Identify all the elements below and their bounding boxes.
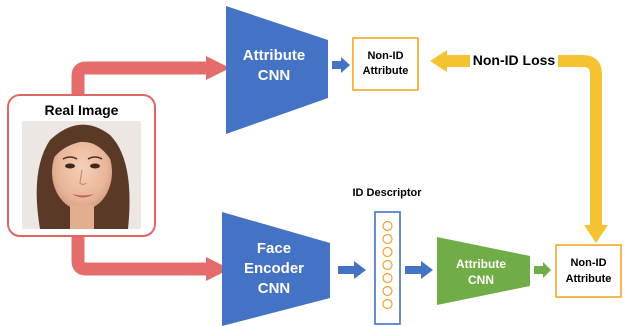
top-non-id-attribute-label-2: Attribute — [363, 65, 409, 77]
descriptor-cell — [382, 246, 393, 258]
descriptor-cell — [382, 233, 393, 245]
top-non-id-attribute-frame — [352, 37, 419, 91]
bottom-attribute-cnn-shape — [437, 237, 530, 305]
non-id-loss-arrow-head-down — [584, 225, 608, 243]
non-id-loss-arrow-head-left — [430, 50, 447, 72]
id-descriptor: ID Descriptor — [352, 187, 422, 325]
non-id-loss-arrow-shaft — [445, 55, 602, 228]
top-non-id-attribute-box: Non-ID Attribute — [352, 37, 419, 91]
red-arrow-to-face-encoder-shaft — [71, 232, 208, 276]
descriptor-cell — [382, 220, 393, 232]
face-encoder-cnn-label-1: Face — [257, 240, 291, 257]
descriptor-cell — [382, 272, 393, 284]
bottom-non-id-attribute-frame — [555, 244, 622, 298]
bottom-non-id-attribute-label-2: Attribute — [566, 273, 612, 285]
face-encoder-cnn-label-3: CNN — [258, 280, 291, 297]
non-id-loss-label-bg — [470, 50, 558, 70]
red-arrow-to-attribute-cnn-head — [206, 56, 230, 80]
top-non-id-attribute-label-1: Non-ID — [367, 50, 403, 62]
top-attribute-cnn-shape — [226, 6, 328, 134]
red-arrow-to-attribute-cnn-shaft — [71, 61, 208, 103]
top-attribute-cnn: Attribute CNN — [226, 6, 328, 134]
bottom-attribute-cnn-label-2: CNN — [468, 273, 494, 287]
face-encoder-cnn-label-2: Encoder — [244, 260, 304, 277]
bottom-attribute-cnn: Attribute CNN — [437, 237, 530, 305]
red-flow-arrows — [71, 56, 230, 281]
descriptor-cell — [382, 259, 393, 271]
blue-arrow-encoder-to-descriptor — [338, 261, 366, 279]
descriptor-cell — [382, 298, 393, 310]
bottom-non-id-attribute-box: Non-ID Attribute — [555, 244, 622, 298]
face-encoder-cnn-shape — [222, 212, 330, 326]
non-id-loss-arrow: Non-ID Loss — [430, 50, 608, 243]
green-arrow — [534, 262, 551, 278]
bottom-attribute-cnn-label-1: Attribute — [456, 257, 506, 271]
top-attribute-cnn-label-1: Attribute — [243, 47, 306, 64]
portrait-photo-icon — [22, 121, 141, 229]
bottom-non-id-attribute-label-1: Non-ID — [570, 257, 606, 269]
blue-arrow-descriptor-to-attribute — [405, 261, 433, 279]
blue-arrow-top — [332, 57, 350, 73]
id-descriptor-label: ID Descriptor — [352, 187, 422, 199]
real-image-label: Real Image — [45, 102, 119, 118]
red-arrow-to-face-encoder-head — [206, 257, 230, 281]
descriptor-cell — [382, 285, 393, 297]
non-id-loss-label: Non-ID Loss — [473, 52, 556, 68]
face-encoder-cnn: Face Encoder CNN — [222, 212, 330, 326]
id-descriptor-cells — [382, 220, 393, 310]
top-attribute-cnn-label-2: CNN — [258, 67, 291, 84]
real-image-box: Real Image — [7, 94, 156, 237]
